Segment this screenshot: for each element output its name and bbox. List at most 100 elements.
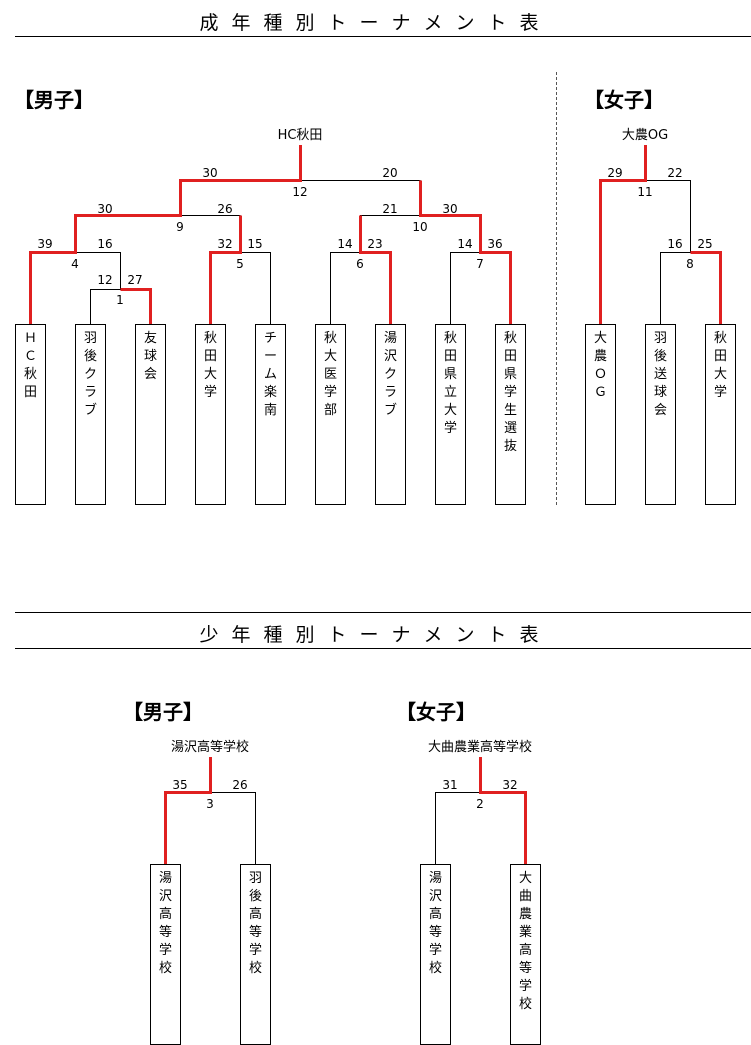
score-label: 30	[97, 202, 113, 216]
score-label: 30	[202, 166, 218, 180]
team-name-char: ク	[83, 367, 97, 382]
team-name-char: 田	[443, 349, 457, 364]
team-name-char: 学	[203, 385, 217, 400]
team-name-char: 学	[518, 979, 532, 994]
team-name-char: 湯	[158, 871, 172, 886]
team-name-char: 秋	[323, 331, 337, 346]
team-box: 湯沢高等学校	[420, 864, 451, 1045]
score-label: 15	[247, 237, 263, 251]
youth-men-champion: 湯沢高等学校	[170, 740, 250, 755]
team-name: 湯沢高等学校	[421, 870, 450, 978]
team-name-char: ラ	[83, 385, 97, 400]
score-label: 36	[487, 237, 503, 251]
team-name-char: 校	[428, 961, 442, 976]
winner-line	[479, 757, 527, 865]
team-name-char: 学	[323, 385, 337, 400]
team-name-char: 学	[443, 421, 457, 436]
team-name-char: 県	[503, 367, 517, 382]
team-name-char: 沢	[428, 889, 442, 904]
team-name-char: 大	[323, 349, 337, 364]
score-label: 22	[667, 166, 683, 180]
youth-title: 少年種別トーナメント表	[199, 624, 552, 646]
score-label: 29	[607, 166, 623, 180]
team-name-char: 秋	[443, 331, 457, 346]
team-name-char: 農	[518, 907, 532, 922]
team-box: 大曲農業高等学校	[510, 864, 541, 1045]
team-name-char: 送	[653, 367, 667, 382]
bracket-line	[210, 792, 256, 865]
team-name: 羽後高等学校	[241, 870, 270, 978]
team-name-char: 大	[518, 871, 532, 886]
team-name-char: 秋	[203, 331, 217, 346]
team-name-char: 大	[443, 403, 457, 418]
team-name-char: 学	[713, 385, 727, 400]
senior-men-champion: HC秋田	[277, 128, 323, 143]
team-name: 湯沢高等学校	[151, 870, 180, 978]
team-name-char: ブ	[83, 403, 97, 418]
team-name-char: 大	[713, 367, 727, 382]
bracket-line	[450, 252, 481, 325]
score-label: 23	[367, 237, 383, 251]
score-label: 12	[97, 273, 113, 287]
team-name-char: ラ	[383, 385, 397, 400]
bracket-line	[240, 252, 271, 325]
team-name-char: 湯	[383, 331, 397, 346]
team-name-char: 等	[248, 925, 262, 940]
team-name-char: 高	[158, 907, 172, 922]
winner-line	[599, 145, 647, 325]
score-label: 32	[217, 237, 233, 251]
score-label: 32	[502, 778, 518, 792]
team-box: 秋大医学部	[315, 324, 346, 505]
team-name-char: 大	[203, 367, 217, 382]
score-label: 25	[697, 237, 713, 251]
team-name-char: 抜	[503, 439, 517, 454]
score-label: 21	[382, 202, 398, 216]
team-name-char: ム	[263, 367, 277, 382]
team-name-char: 選	[503, 421, 517, 436]
winner-line	[209, 215, 242, 325]
team-name-char: 田	[503, 349, 517, 364]
match-number: 4	[71, 257, 79, 271]
team-name: 秋田大学	[706, 330, 735, 402]
team-name: 羽後クラブ	[76, 330, 105, 420]
score-label: 31	[442, 778, 458, 792]
team-name-char: チ	[263, 331, 277, 346]
bracket-line	[75, 252, 121, 290]
bracket-line	[435, 792, 481, 865]
winner-line	[29, 145, 302, 325]
team-name-char: 等	[518, 961, 532, 976]
team-name: 秋田県学生選抜	[496, 330, 525, 456]
team-name-char: 後	[83, 349, 97, 364]
team-name-char: 学	[158, 943, 172, 958]
team-name-char: 友	[143, 331, 157, 346]
winner-line	[164, 757, 212, 865]
section-divider	[556, 72, 557, 505]
winner-line	[359, 215, 392, 325]
team-name: 友球会	[136, 330, 165, 384]
team-name-char: 羽	[248, 871, 262, 886]
team-name-char: ー	[263, 349, 277, 364]
senior-title-rule	[15, 36, 751, 37]
team-name: 羽後送球会	[646, 330, 675, 420]
team-name-char: 等	[158, 925, 172, 940]
team-name-char: 南	[263, 403, 277, 418]
team-name-char: 田	[23, 385, 37, 400]
team-name-char: Ｇ	[593, 385, 607, 400]
team-name-char: 球	[653, 385, 667, 400]
score-label: 16	[667, 237, 683, 251]
team-name-char: 秋	[503, 331, 517, 346]
team-name-char: 校	[248, 961, 262, 976]
team-name-char: 県	[443, 367, 457, 382]
senior-men-label: 【男子】	[14, 88, 94, 112]
team-name-char: 後	[653, 349, 667, 364]
team-name-char: 立	[443, 385, 457, 400]
senior-title: 成年種別トーナメント表	[199, 12, 552, 34]
team-box: チーム楽南	[255, 324, 286, 505]
team-name-char: 部	[323, 403, 337, 418]
youth-title-rule-top	[15, 612, 751, 613]
team-name-char: 高	[428, 907, 442, 922]
match-number: 1	[116, 293, 124, 307]
